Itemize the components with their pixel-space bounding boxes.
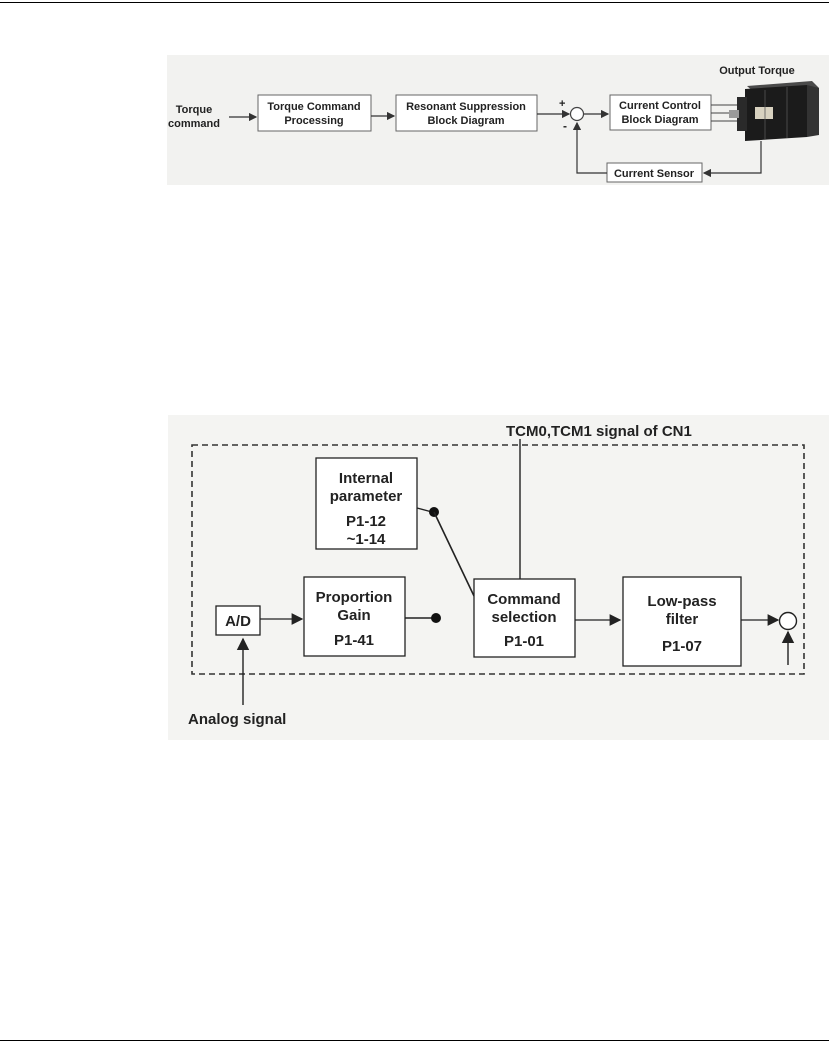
ad-converter-text: A/D — [225, 613, 251, 630]
analog-signal-label: Analog signal — [188, 711, 286, 728]
proportion-gain-text-3: P1-41 — [334, 632, 374, 649]
torque-loop-svg: Torque command Torque Command Processing… — [167, 55, 829, 185]
low-pass-filter-text-2: filter — [666, 611, 699, 628]
low-pass-filter-text-3: P1-07 — [662, 638, 702, 655]
torque-command-processing-block — [257, 94, 372, 132]
command-selection-block — [473, 578, 576, 658]
resonant-block-text-1: Resonant Suppression — [406, 101, 526, 113]
switch-contact-lower — [431, 613, 441, 623]
command-selection-text-3: P1-01 — [504, 633, 544, 650]
output-summing-junction-icon — [778, 611, 798, 631]
torque-control-loop-diagram: Torque command Torque Command Processing… — [167, 55, 829, 185]
summing-junction-icon — [569, 106, 585, 122]
feedback-sensor-to-summing — [572, 121, 607, 174]
resonant-block-text-2: Block Diagram — [427, 115, 504, 127]
proportion-gain-text-1: Proportion — [316, 589, 393, 606]
processing-block-text-2: Processing — [284, 115, 343, 127]
selector-switch-arm — [433, 511, 475, 597]
low-pass-filter-block — [622, 576, 742, 667]
internal-parameter-block — [315, 457, 418, 550]
bottom-rule — [0, 1040, 829, 1041]
top-rule — [0, 2, 829, 3]
torque-command-label: Torque — [176, 104, 212, 116]
current-control-block — [609, 94, 712, 131]
current-sensor-text: Current Sensor — [614, 168, 695, 180]
current-control-text-2: Block Diagram — [621, 114, 698, 126]
internal-parameter-text-1: Internal — [339, 470, 393, 487]
minus-sign: - — [563, 119, 567, 133]
feedback-motor-to-sensor — [702, 141, 762, 178]
torque-command-label-2: command — [168, 118, 220, 130]
processing-block-text-1: Torque Command — [267, 101, 360, 113]
proportion-gain-block — [303, 576, 406, 657]
torque-command-source-diagram: TCM0,TCM1 signal of CN1 Internal paramet… — [168, 415, 829, 740]
command-source-svg: TCM0,TCM1 signal of CN1 Internal paramet… — [168, 415, 829, 740]
internal-parameter-text-2: parameter — [330, 488, 403, 505]
proportion-gain-text-2: Gain — [337, 607, 370, 624]
output-torque-label: Output Torque — [719, 65, 795, 77]
resonant-suppression-block — [395, 94, 538, 132]
drive-boundary-dashed-box — [191, 444, 805, 675]
command-selection-text-2: selection — [491, 609, 556, 626]
ad-converter-block — [215, 605, 261, 636]
internal-parameter-text-4: ~1-14 — [347, 531, 386, 548]
servo-motor-icon — [729, 81, 819, 141]
low-pass-filter-text-1: Low-pass — [647, 593, 716, 610]
plus-sign: + — [559, 98, 565, 110]
internal-parameter-text-3: P1-12 — [346, 513, 386, 530]
current-control-text-1: Current Control — [619, 100, 701, 112]
tcm-signal-label: TCM0,TCM1 signal of CN1 — [506, 423, 692, 440]
command-selection-text-1: Command — [487, 591, 560, 608]
